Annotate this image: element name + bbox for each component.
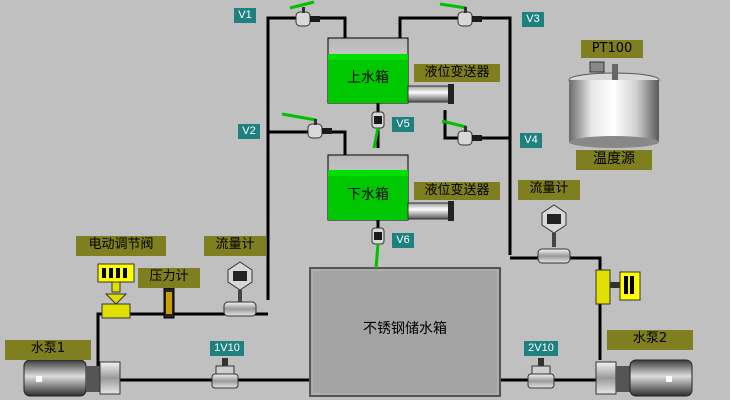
level-transmitter-upper-label: 液位变送器: [414, 64, 500, 82]
pump2-icon[interactable]: [595, 359, 693, 397]
flow-meter-left-label: 流量计: [204, 236, 266, 256]
valve-v6-label: V6: [392, 233, 414, 248]
valve-v4-label: V4: [520, 133, 542, 148]
storage-tank-label: 不锈钢储水箱: [363, 321, 447, 337]
valve-1v10-icon[interactable]: [211, 358, 239, 389]
valve-1v10-label: 1V10: [210, 341, 244, 356]
flow-meter-left-icon: [223, 261, 257, 317]
temperature-source-tank: [568, 61, 660, 148]
valve-v4-icon[interactable]: [441, 119, 482, 146]
temperature-source-label: 温度源: [576, 150, 652, 170]
level-transmitter-lower-icon: [407, 201, 454, 221]
upper-tank-label: 上水箱: [347, 70, 389, 86]
electric-valve-icon[interactable]: [97, 263, 135, 319]
pressure-gauge-icon: [163, 287, 175, 319]
flow-meter-right-icon: [537, 204, 571, 264]
valve-v6-icon[interactable]: [371, 227, 385, 269]
valve-v5-icon[interactable]: [371, 111, 385, 149]
lower-tank-label: 下水箱: [347, 187, 389, 203]
valve-v1-label: V1: [234, 8, 256, 23]
pump1-label: 水泵1: [5, 340, 91, 360]
level-transmitter-lower-label: 液位变送器: [414, 182, 500, 200]
pt100-label: PT100: [581, 40, 643, 58]
valve-v3-label: V3: [522, 12, 544, 27]
pressure-sensor-right-icon: [595, 269, 641, 305]
level-transmitter-upper-icon: [407, 84, 454, 104]
storage-tank: [309, 267, 501, 397]
pump1-icon[interactable]: [23, 359, 121, 397]
valve-v1-icon[interactable]: [289, 0, 320, 27]
electric-valve-label: 电动调节阀: [76, 236, 166, 256]
valve-2v10-icon[interactable]: [527, 358, 555, 389]
valve-v2-label: V2: [238, 124, 260, 139]
valve-v3-icon[interactable]: [439, 2, 482, 27]
upper-tank: [327, 37, 409, 104]
pump2-label: 水泵2: [607, 330, 693, 350]
flow-meter-right-label: 流量计: [518, 180, 580, 200]
valve-v5-label: V5: [392, 117, 414, 132]
lower-tank: [327, 154, 409, 221]
valve-v2-icon[interactable]: [281, 112, 332, 139]
pressure-gauge-label: 压力计: [138, 268, 200, 288]
valve-2v10-label: 2V10: [524, 341, 558, 356]
